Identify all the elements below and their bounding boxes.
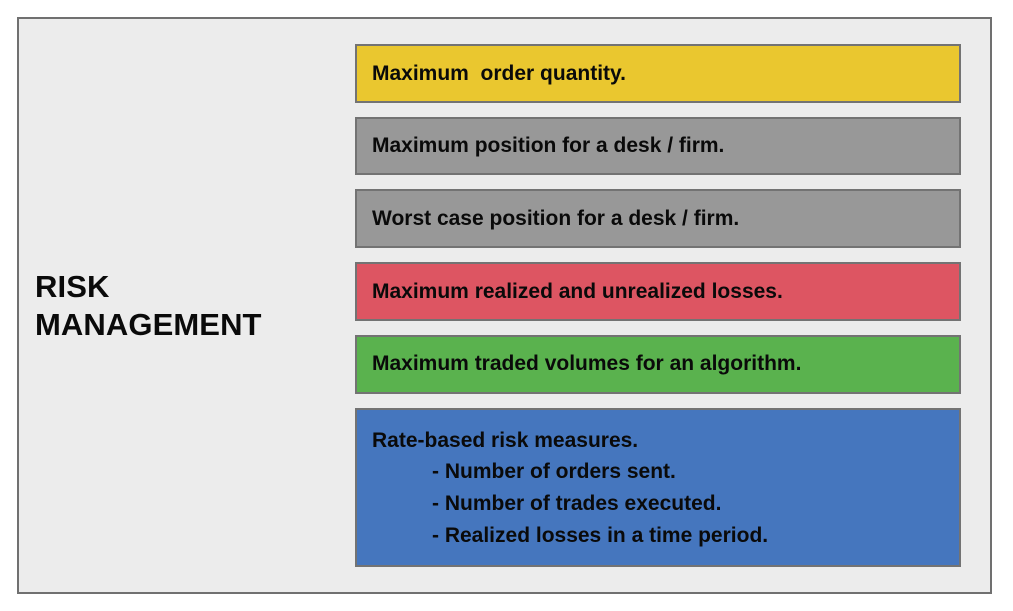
panel-label-column: RISK MANAGEMENT <box>19 19 355 592</box>
page-title: RISK MANAGEMENT <box>35 268 262 342</box>
risk-measure-rate-based-risk-measures[interactable]: Rate-based risk measures. - Number of or… <box>355 407 961 568</box>
risk-measure-sub-item: - Number of trades executed. <box>432 492 722 516</box>
risk-measure-max-traded-volumes-algorithm[interactable]: Maximum traded volumes for an algorithm. <box>355 334 961 394</box>
risk-measure-worst-case-position-desk-firm[interactable]: Worst case position for a desk / firm. <box>355 189 961 249</box>
risk-management-panel: RISK MANAGEMENT Maximum order quantity. … <box>17 17 992 594</box>
risk-measure-label: Maximum traded volumes for an algorithm. <box>372 352 802 376</box>
risk-measure-max-order-quantity[interactable]: Maximum order quantity. <box>355 44 961 103</box>
risk-measure-label: Worst case position for a desk / firm. <box>372 206 740 230</box>
risk-measure-max-realized-unrealized-losses[interactable]: Maximum realized and unrealized losses. <box>355 262 961 321</box>
risk-measure-sub-item: - Number of orders sent. <box>432 460 676 484</box>
risk-measure-label: Maximum realized and unrealized losses. <box>372 279 783 303</box>
risk-measures-list: Maximum order quantity. Maximum position… <box>355 19 990 592</box>
risk-measure-label: Rate-based risk measures. <box>372 428 639 452</box>
risk-measure-max-position-desk-firm[interactable]: Maximum position for a desk / firm. <box>355 116 961 176</box>
risk-measure-label: Maximum position for a desk / firm. <box>372 134 725 158</box>
risk-measure-label: Maximum order quantity. <box>372 61 626 85</box>
risk-measure-sub-item: - Realized losses in a time period. <box>432 523 769 547</box>
